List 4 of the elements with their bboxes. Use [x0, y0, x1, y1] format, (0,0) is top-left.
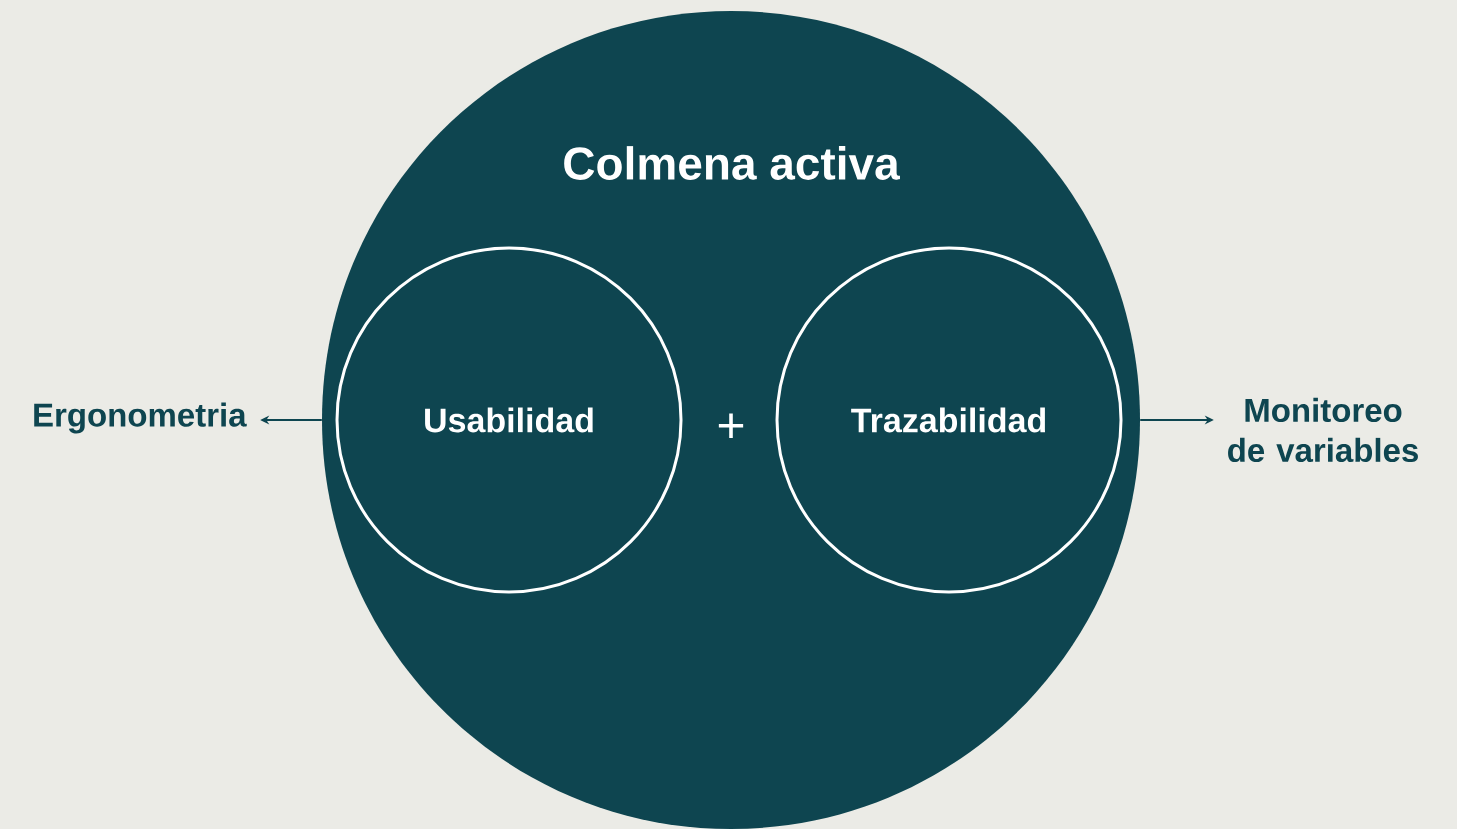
plus-sign: +: [718, 413, 744, 439]
side-label: Ergonometria: [34, 402, 247, 434]
side-label: Monitoreo de variables: [1228, 397, 1418, 463]
circle-title: Colmena activa: [564, 146, 900, 180]
